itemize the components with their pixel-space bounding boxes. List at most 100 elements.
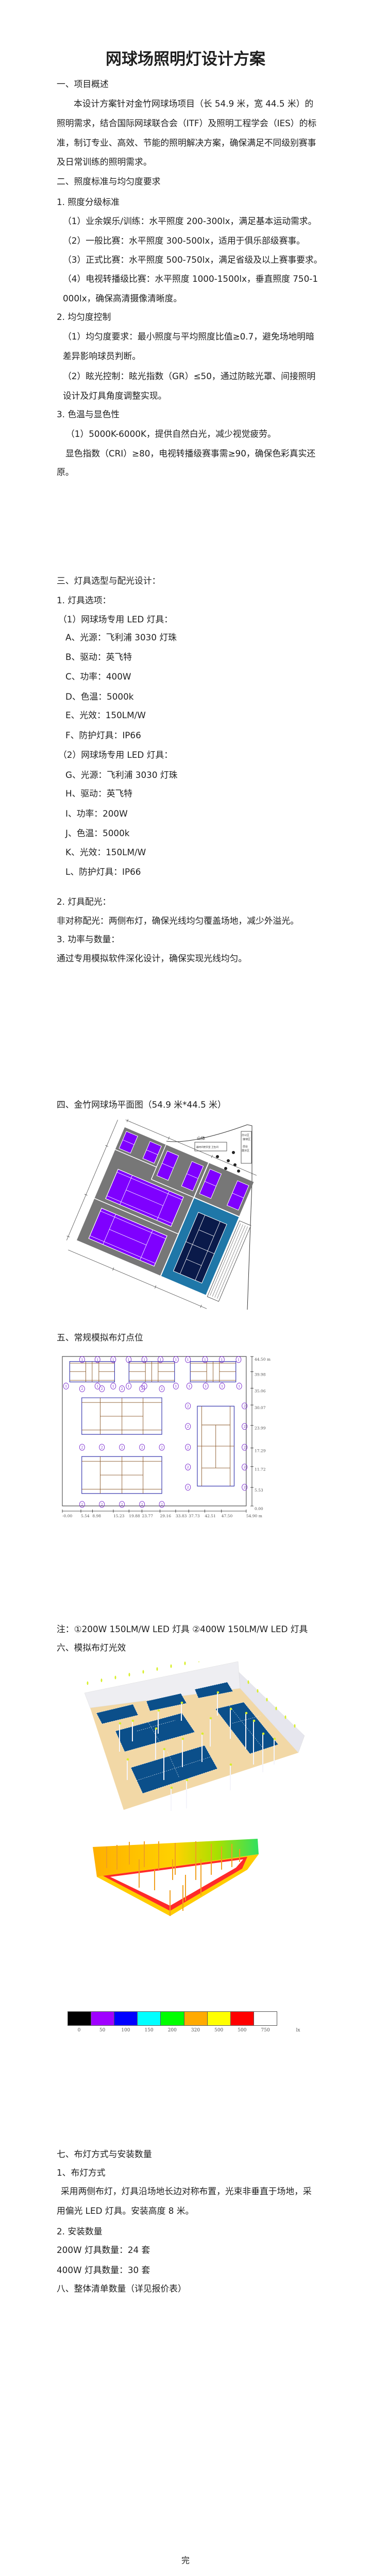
- wall-lamp: [275, 1706, 277, 1710]
- lamp-circle: [235, 1356, 242, 1363]
- plan-label-display: 展示区: [242, 1149, 249, 1153]
- lamp-circle: [99, 1444, 105, 1451]
- lamp-number: 1: [221, 1384, 223, 1388]
- lamp-marker-1: 1: [94, 1382, 100, 1389]
- quantity-200w: 200W 灯具数量：24 套: [57, 2245, 150, 2255]
- sub-heading-uniformity: 2. 均匀度控制: [57, 312, 111, 322]
- x-tick-label: 54.90 m: [246, 1514, 262, 1518]
- legend-label: 500: [238, 2028, 247, 2033]
- lamp-number: 1: [128, 1358, 130, 1362]
- spec-item: A、光源：飞利浦 3030 灯珠: [65, 632, 177, 642]
- bleachers: [207, 1220, 251, 1302]
- lamp-number: 1: [175, 1358, 177, 1362]
- lamp-marker-2: 2: [79, 1385, 85, 1393]
- sub-heading-quantity: 2. 安装数量: [57, 2226, 103, 2236]
- heatmap-poles: [106, 1841, 240, 1916]
- y-tick-label: 30.07: [255, 1405, 266, 1410]
- lamp-number: 1: [143, 1358, 145, 1362]
- fixture-2-heading: （2）网球场专用 LED 灯具：: [58, 750, 173, 760]
- lamp-circle: [185, 1423, 191, 1430]
- lamp-number: 1: [96, 1384, 98, 1388]
- legend-unit: lx: [296, 2028, 300, 2033]
- legend-label: 50: [99, 2028, 106, 2033]
- lamp-circle: [159, 1385, 165, 1393]
- x-tick-label: 23.77: [142, 1514, 154, 1518]
- layout-courts: [62, 1357, 246, 1506]
- section-2-heading: 二、照度标准与均匀度要求: [57, 176, 161, 187]
- wall-lamp: [198, 1662, 200, 1663]
- lamp-circle: [185, 1464, 191, 1471]
- lamp-head: [119, 1722, 122, 1725]
- 3d-lighting-render: [84, 1662, 305, 1811]
- lamp-number: 1: [143, 1384, 145, 1388]
- lamp-circle: [139, 1444, 145, 1451]
- lamp-marker-1: 1: [63, 1382, 69, 1389]
- lamp-number: 2: [161, 1446, 163, 1450]
- wall-lamp: [128, 1673, 130, 1676]
- lamp-head: [181, 1737, 184, 1740]
- lamp-number: 2: [187, 1485, 189, 1489]
- lamp-number: 2: [101, 1502, 103, 1506]
- lamp-marker-1: 1: [110, 1356, 116, 1363]
- lamp-marker-2: 2: [79, 1444, 85, 1451]
- legend-label: 320: [191, 2028, 200, 2033]
- sub-heading-method: 1、布灯方式: [57, 2167, 106, 2178]
- lamp-marker-1: 1: [202, 1356, 208, 1363]
- spec-item: D、色温：5000k: [65, 691, 134, 702]
- rooms-box: [194, 1142, 227, 1151]
- sub-heading-distribution: 2. 灯具配光：: [57, 896, 111, 907]
- legend-label: 750: [261, 2028, 270, 2033]
- heatmap-white-area: [110, 1859, 243, 1906]
- table-icons: [216, 1151, 240, 1173]
- lamp-number: 1: [188, 1384, 190, 1388]
- section-1-paragraph: 本设计方案针对金竹网球场项目（长 54.9 米，宽 44.5 米）的照明需求，结…: [57, 98, 317, 167]
- lamp-marker-2: 2: [159, 1501, 165, 1508]
- illuminance-heatmap-render: [93, 1839, 259, 1916]
- method-text: 采用两侧布灯，灯具沿场地长边对称布置，光束非垂直于场地，采用偏光 LED 灯具。…: [57, 2186, 312, 2216]
- lamp-marker-2: 2: [185, 1423, 191, 1430]
- plan-label-office: 办公区: [242, 1133, 249, 1137]
- power-text: 通过专用模拟软件深化设计，确保实现光线均匀。: [57, 953, 247, 963]
- lamp-circle: [110, 1382, 116, 1389]
- spec-item: B、驱动：英飞特: [65, 652, 132, 662]
- section-4-heading: 四、金竹网球场平面图（54.9 米*44.5 米）: [57, 1099, 226, 1110]
- lamp-number: 2: [121, 1446, 123, 1450]
- spec-item: E、光效：150LM/W: [65, 710, 146, 720]
- lamp-marker-2: 2: [242, 1484, 248, 1491]
- lamp-marker-2: 2: [242, 1464, 248, 1471]
- lamp-head: [170, 1786, 173, 1789]
- lamp-marker-1: 1: [110, 1382, 116, 1389]
- lamp-marker-2: 2: [185, 1484, 191, 1491]
- x-tick-label: 37.73: [189, 1514, 200, 1518]
- list-item: （2）眩光控制：眩光指数（GR）≤50，通过防眩光罩、间接照明设计及灯具角度调整…: [63, 371, 316, 401]
- lamp-marker-2: 2: [185, 1402, 191, 1410]
- lamp-marker-1: 1: [141, 1356, 147, 1363]
- lamp-number: 2: [244, 1425, 246, 1429]
- lamp-number: 2: [161, 1387, 163, 1391]
- mountain-outline: [166, 1124, 252, 1182]
- site-plan-figure: 山体 器材间更衣室 卫生间 办公区 接待区 前台 展示区: [66, 1119, 257, 1310]
- lamp-marker-2: 2: [79, 1501, 85, 1508]
- lamp-circle: [99, 1385, 105, 1393]
- lamp-head: [157, 1709, 160, 1712]
- render-courts: [96, 1682, 279, 1794]
- lamp-marker-1: 1: [236, 1382, 242, 1389]
- lamp-marker-1: 1: [173, 1356, 179, 1363]
- lamp-number: 1: [65, 1384, 67, 1388]
- fixture-1-heading: （1）网球场专用 LED 灯具：: [58, 614, 173, 624]
- lamp-number: 2: [244, 1485, 246, 1489]
- lamp-circle: [119, 1385, 125, 1393]
- y-tick-label: 44.50 m: [255, 1357, 271, 1362]
- lamp-number: 2: [244, 1404, 246, 1408]
- lamp-circle: [219, 1382, 225, 1389]
- spec-item: L、防护灯具：IP66: [65, 867, 141, 877]
- list-item: （1）均匀度要求：最小照度与平均照度比值≥0.7，避免场地明暗差异影响球员判断。: [63, 331, 314, 361]
- lamp-number: 2: [187, 1446, 189, 1450]
- y-tick-label: 39.98: [255, 1372, 266, 1377]
- court-lines: [70, 1362, 235, 1494]
- lamp-number: 1: [221, 1358, 223, 1362]
- y-tick-label: 35.06: [255, 1389, 266, 1394]
- sub-heading-illuminance: 1. 照度分级标准: [57, 197, 120, 207]
- lamp-number: 1: [238, 1384, 240, 1388]
